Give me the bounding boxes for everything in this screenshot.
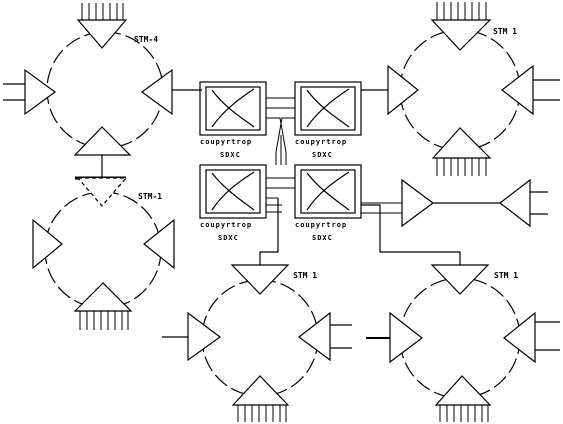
- ring-stm4: STM-4: [3, 3, 202, 156]
- sdxc-bottom-left: coupyrtrop SDXC: [199, 164, 267, 242]
- link-sdxc-stm1-bottom-left: [259, 198, 279, 265]
- sdxc-bl-type: SDXC: [218, 234, 239, 242]
- sdxc-br-type: SDXC: [312, 234, 333, 242]
- ring-stm1-bl-label: STM 1: [293, 271, 317, 280]
- sdxc-bl-caption: coupyrtrop: [200, 221, 252, 229]
- sdxc-tr-type: SDXC: [312, 151, 333, 159]
- point-to-point-link: [401, 178, 548, 228]
- sdxc-br-caption: coupyrtrop: [295, 221, 347, 229]
- sdxc-tr-caption: coupyrtrop: [295, 138, 347, 146]
- ring-stm1-bottom-left: STM 1: [162, 264, 352, 422]
- ring-stm1-tr-label: STM 1: [493, 27, 517, 36]
- ring-stm1-top-right: STM 1: [387, 2, 560, 176]
- ring-stm1-left: STM-1: [32, 177, 175, 330]
- ring-stm1-br-label: STM 1: [494, 271, 518, 280]
- sdxc-top-left: coupyrtrop SDXC: [199, 81, 267, 159]
- sdxc-top-right: coupyrtrop SDXC: [294, 81, 362, 159]
- ring-stm4-label: STM-4: [134, 35, 158, 44]
- sdxc-tl-caption: coupyrtrop: [200, 138, 252, 146]
- sdxc-interconnects: [266, 97, 295, 213]
- ring-stm1-bottom-right: STM 1: [366, 264, 560, 422]
- sdxc-bottom-right: coupyrtrop SDXC: [294, 164, 362, 242]
- sdxc-tl-type: SDXC: [220, 151, 241, 159]
- ring-stm1-left-label: STM-1: [138, 192, 162, 201]
- link-sdxc-stm1-bottom-right: [361, 204, 461, 265]
